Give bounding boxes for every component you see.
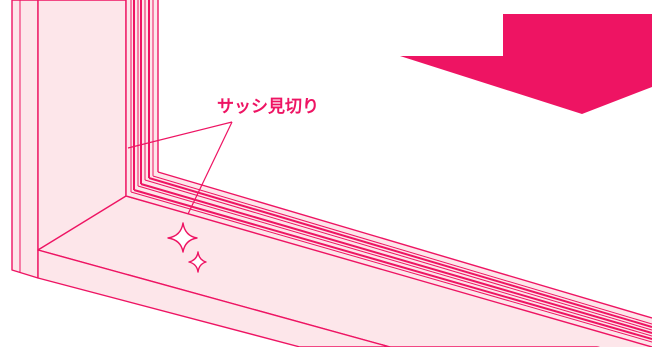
label-callout-lines [127, 121, 233, 215]
window-sill-front [37, 249, 391, 347]
left-frame-post [11, 0, 39, 279]
sash-trim-label: サッシ見切り [217, 97, 319, 117]
sparkle-icon [167, 222, 198, 253]
window-sill-surface [37, 195, 601, 347]
sash-trim-horizontal [125, 171, 652, 347]
sparkle-icon [188, 251, 207, 273]
arrow-icon [400, 14, 652, 114]
sash-trim-vertical [125, 0, 159, 198]
